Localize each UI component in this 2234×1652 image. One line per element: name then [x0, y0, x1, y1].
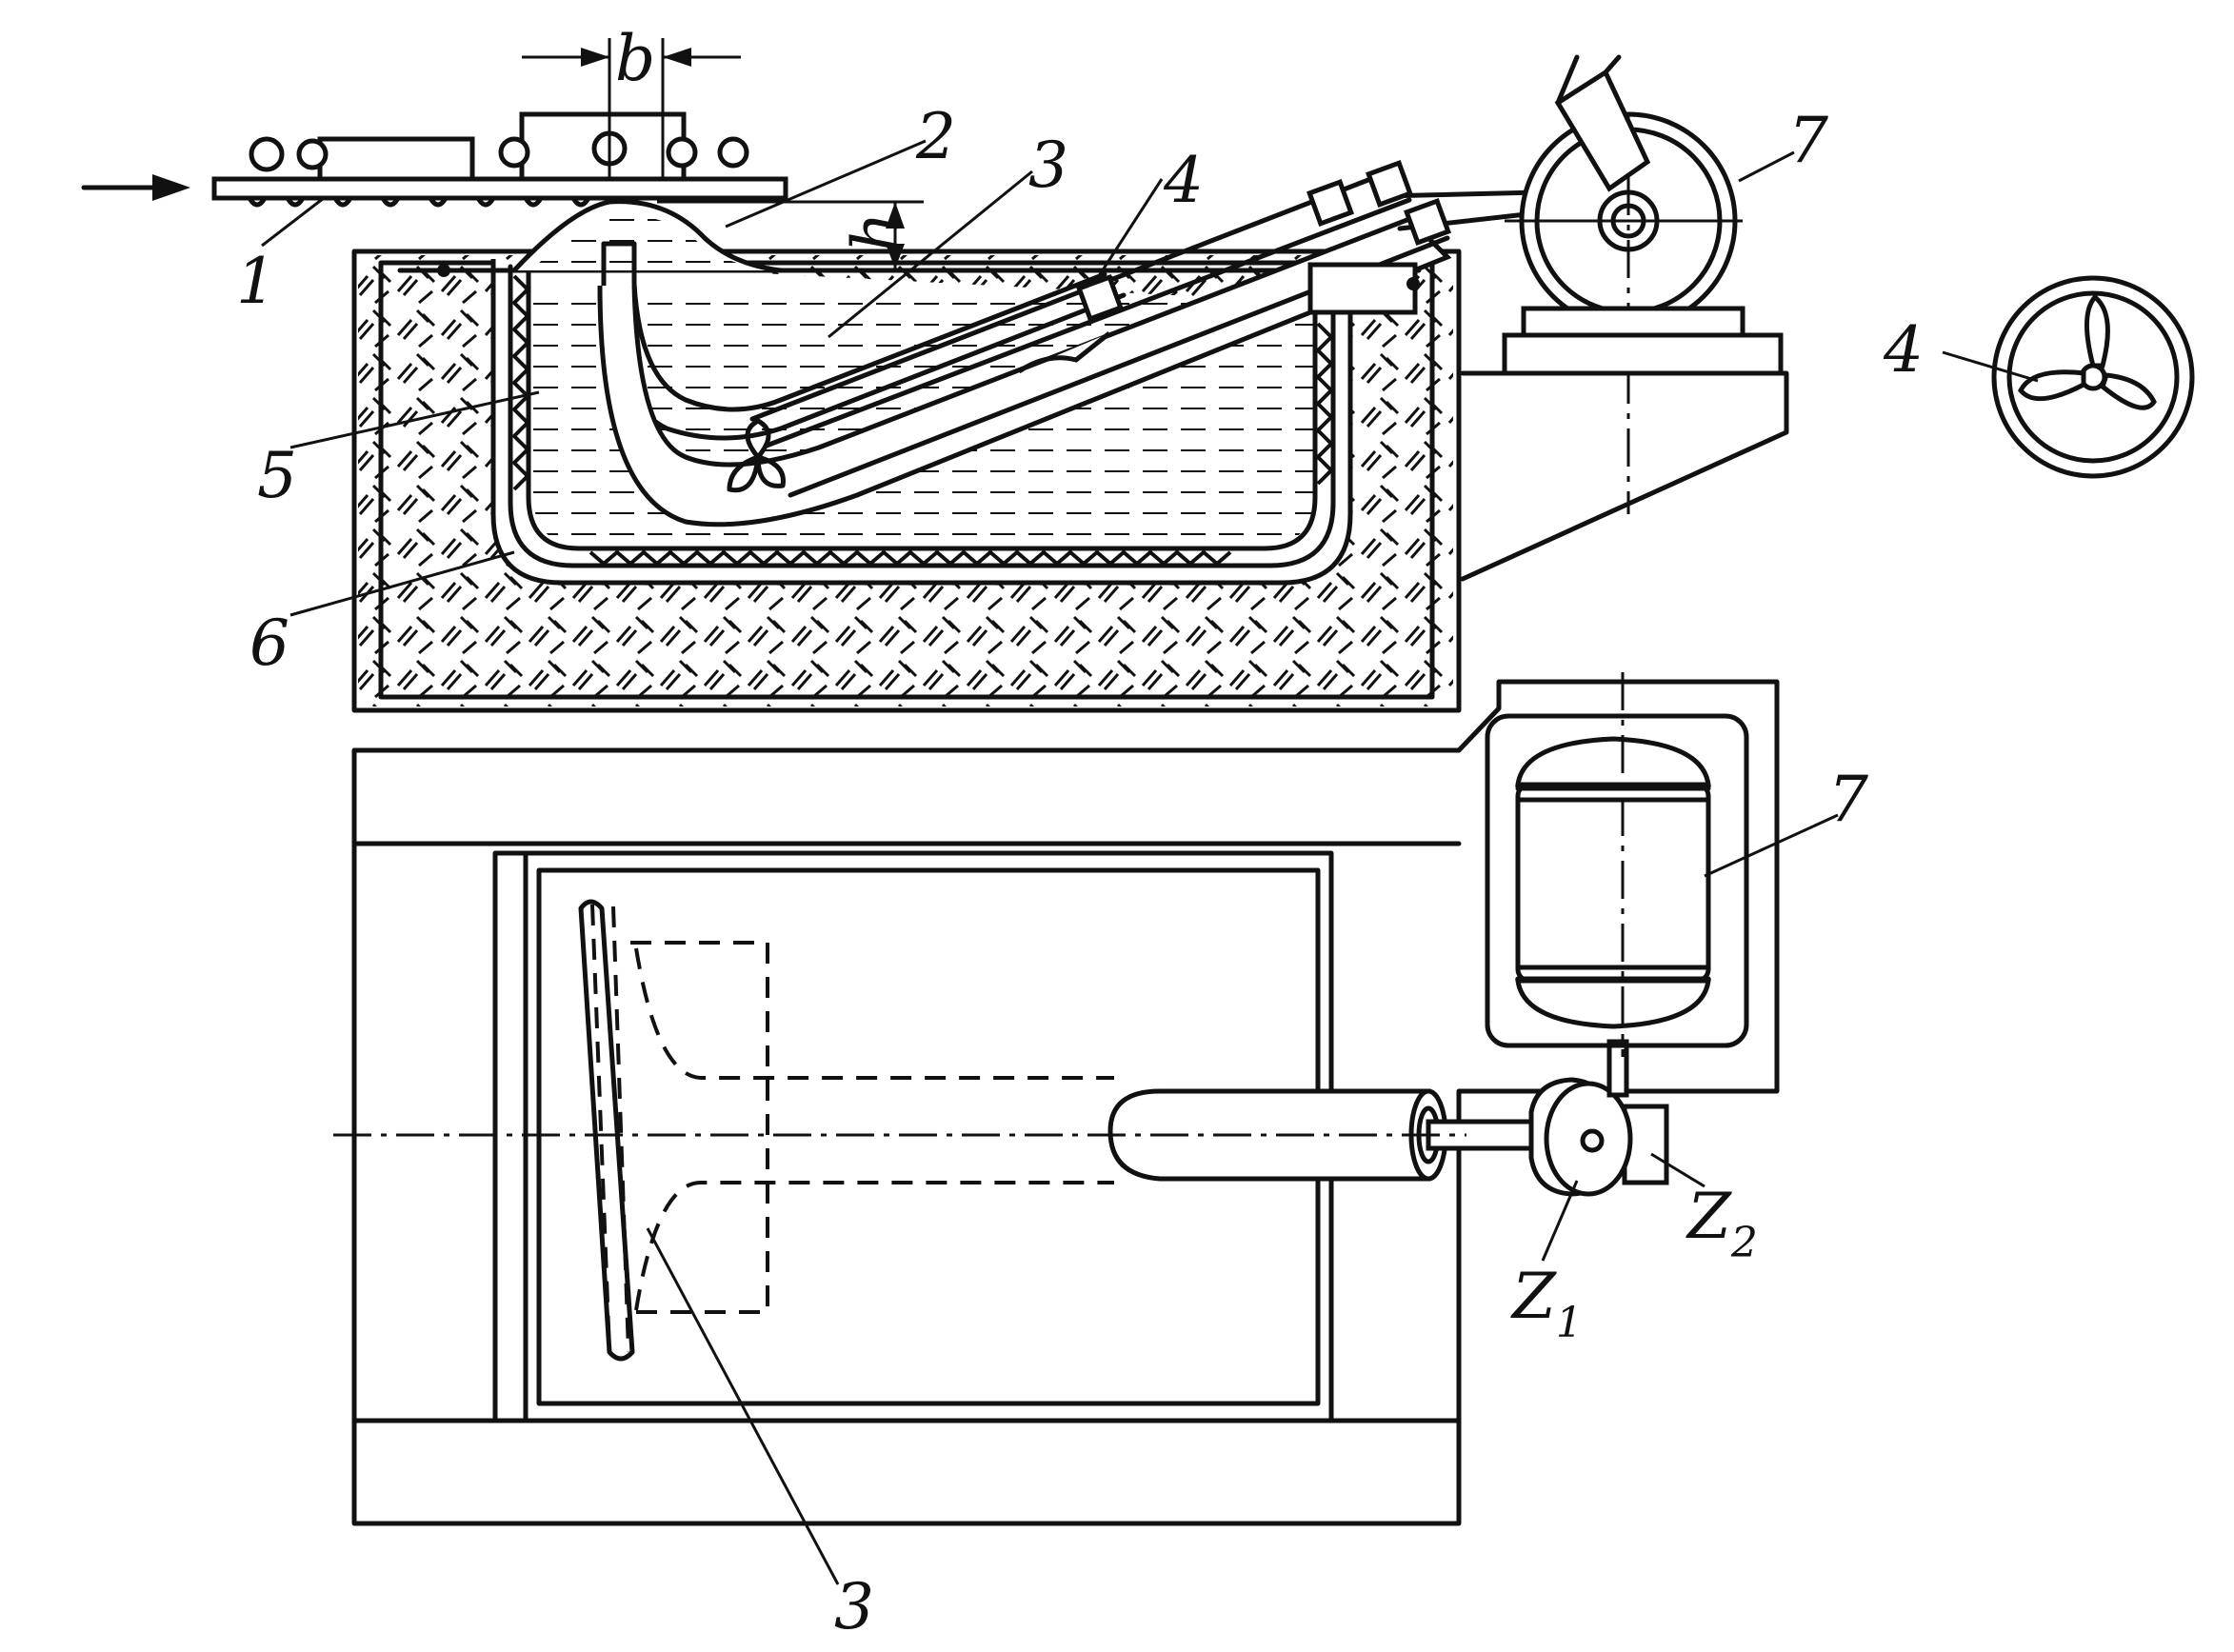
label-5: 5 — [257, 439, 297, 512]
callout-labels-plan: 7 3 Z2 Z1 — [834, 763, 1868, 1643]
label-7-top: 7 — [1788, 104, 1828, 177]
board-component-rollers — [249, 130, 749, 172]
nozzle-plan — [578, 899, 1114, 1362]
label-6: 6 — [249, 607, 289, 680]
heater-layer — [508, 264, 1336, 568]
label-2: 2 — [915, 100, 956, 173]
label-1: 1 — [236, 245, 276, 318]
solder-wave — [512, 199, 782, 273]
board-component-leads — [247, 195, 591, 208]
motor-plan — [1485, 672, 1749, 1057]
plan-view: 7 3 Z2 Z1 — [333, 672, 1868, 1643]
dimension-b: b — [522, 22, 741, 179]
label-3-plan: 3 — [834, 1570, 874, 1643]
section-view: b h — [81, 22, 2195, 713]
label-z1: Z1 — [1510, 1260, 1583, 1347]
dimension-h-label: h — [839, 211, 912, 252]
gear-pair — [1528, 1039, 1669, 1197]
label-4-top: 4 — [1163, 144, 1204, 217]
impeller-detail — [1991, 275, 2195, 479]
circuit-board — [211, 111, 788, 208]
label-3-top: 3 — [1028, 129, 1068, 202]
leader-lines-section — [261, 139, 2039, 617]
label-4-side: 4 — [1883, 313, 1924, 387]
leader-lines-plan — [646, 813, 1839, 1585]
callout-labels-section: 1 2 3 4 5 6 7 4 — [236, 100, 1924, 680]
pump-impeller — [727, 418, 786, 493]
dimension-b-label: b — [615, 22, 655, 95]
motor-side — [1460, 54, 1789, 582]
label-7-plan: 7 — [1828, 763, 1868, 836]
label-z2: Z2 — [1685, 1180, 1758, 1267]
cover-plate — [437, 262, 1420, 315]
feed-direction-arrow — [81, 174, 190, 201]
